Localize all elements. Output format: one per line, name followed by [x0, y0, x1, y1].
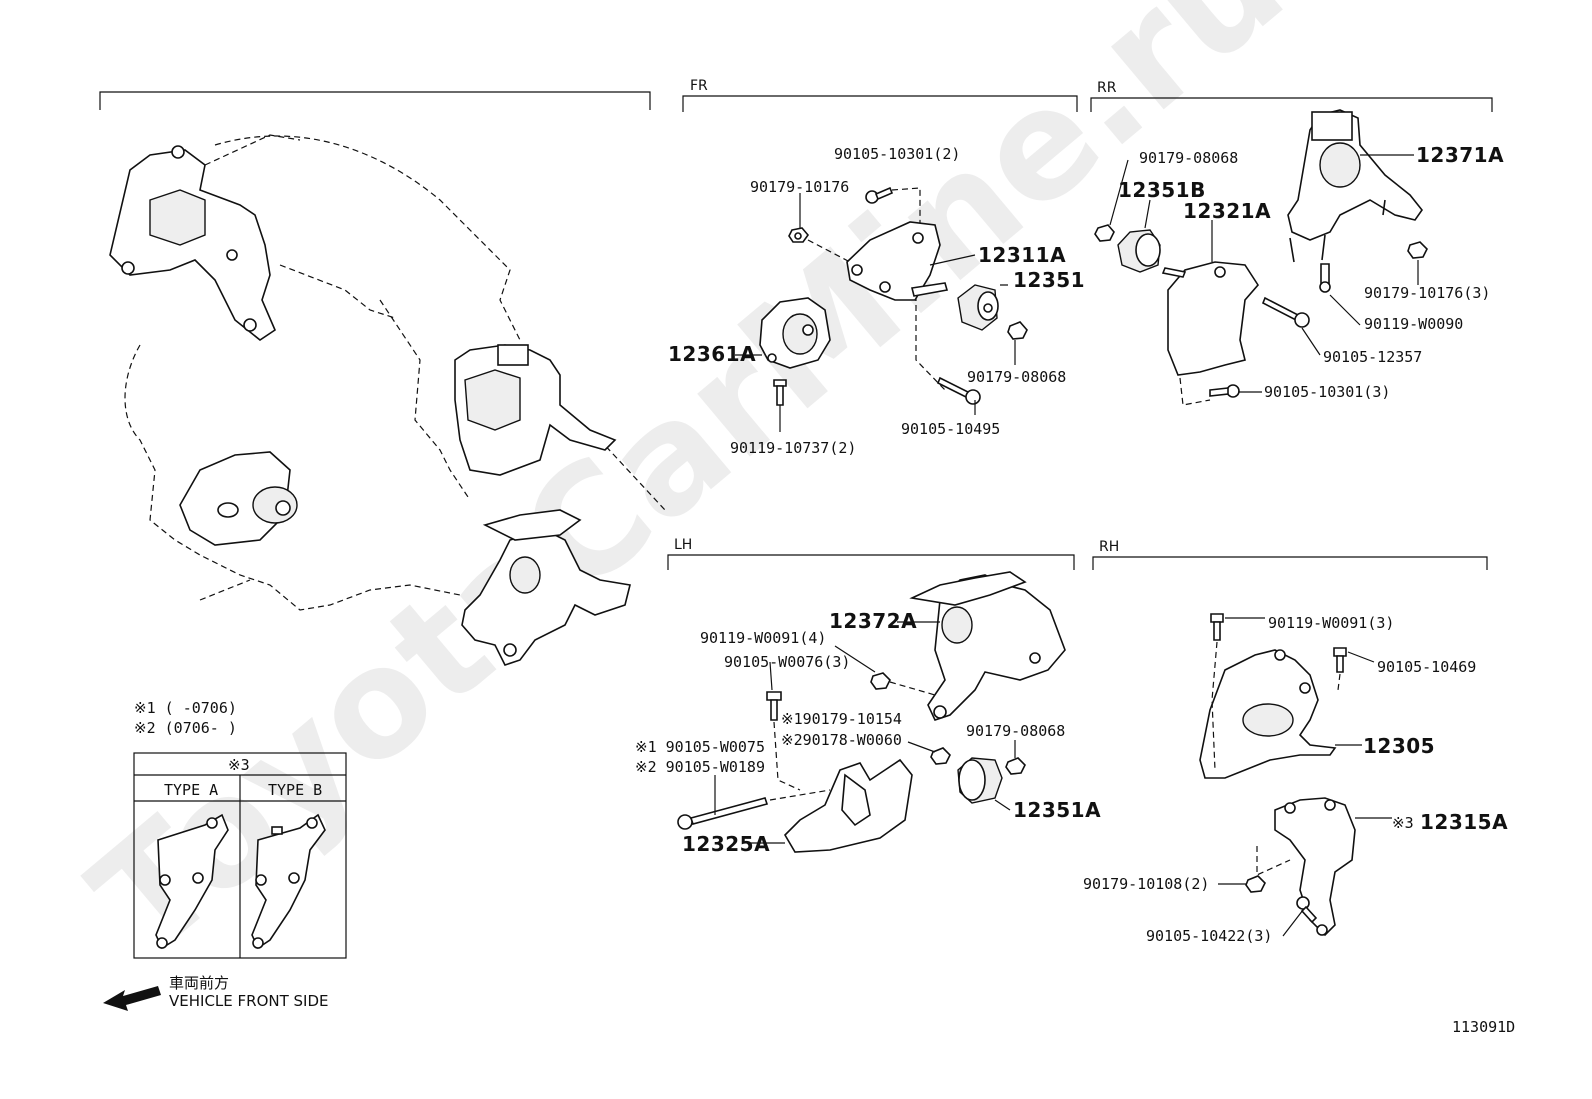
- bracket-rr: [1090, 97, 1493, 112]
- overview-lh-mount-icon: [461, 509, 631, 666]
- overview-rr-mount-icon: [454, 344, 617, 476]
- fr-bracket-label: 12311A: [978, 243, 1066, 267]
- lh-bolt-a-label: 90119-W0091(4): [700, 629, 826, 647]
- fr-bolt-bottom-icon: [936, 376, 981, 405]
- type-a-bracket-icon: [155, 813, 229, 950]
- rh-leader-dash: [1211, 641, 1341, 876]
- rh-nut-label: 90179-10108(2): [1083, 875, 1209, 893]
- rh-insulator-label: 12305: [1363, 734, 1435, 758]
- rh-insulator-icon: [1199, 649, 1337, 779]
- fr-bolt-top-label: 90105-10301(2): [834, 145, 960, 163]
- rr-insulator-label: 12371A: [1416, 143, 1504, 167]
- lh-bracket-label: 12325A: [682, 832, 770, 856]
- fr-nut-right-label: 90179-08068: [967, 368, 1066, 386]
- lh-nut-a-icon: [870, 672, 891, 690]
- rr-bolt-bottom-label: 90105-10301(3): [1264, 383, 1390, 401]
- rh-bolt-b-icon: [1333, 647, 1347, 673]
- note-1: ※1 ( -0706): [134, 699, 237, 717]
- rh-bolt-a-icon: [1210, 613, 1224, 641]
- rh-leader-lines: [1218, 617, 1392, 937]
- lh-stopper-icon: [957, 757, 1003, 804]
- rr-bolt-mid-label: 90105-12357: [1323, 348, 1422, 366]
- lh-bracket-icon: [783, 758, 913, 853]
- lh-insulator-icon: [909, 571, 1066, 721]
- fr-bolt-bottom-label: 90105-10495: [901, 420, 1000, 438]
- fr-nut-left-icon: [788, 227, 810, 243]
- lh-leader-lines: [714, 621, 1016, 844]
- section-label-lh: LH: [674, 537, 692, 553]
- overview-fr-mount-icon: [179, 451, 298, 546]
- fr-leader-lines: [735, 193, 1016, 432]
- lh-note1-nut-label: ※190179-10154: [781, 710, 902, 728]
- rh-bolt-b-label: 90105-10469: [1377, 658, 1476, 676]
- bracket-lh: [667, 554, 1075, 570]
- fr-leader-dash: [807, 187, 946, 391]
- rr-insulator-icon: [1287, 109, 1423, 263]
- lh-note1-bolt-label: ※1 90105-W0075: [635, 738, 765, 756]
- vehicle-front-en: VEHICLE FRONT SIDE: [169, 992, 329, 1010]
- rr-nut-right-label: 90179-10176(3): [1364, 284, 1490, 302]
- rh-bolt-bottom-label: 90105-10422(3): [1146, 927, 1272, 945]
- lh-leader-dash: [769, 681, 936, 801]
- rh-bracket-label: 12315A: [1420, 810, 1508, 834]
- lh-nut-right-label: 90179-08068: [966, 722, 1065, 740]
- lh-insulator-label: 12372A: [829, 609, 917, 633]
- legend-type-b: TYPE B: [268, 781, 322, 799]
- rh-bracket-icon: [1274, 797, 1356, 937]
- rr-bolt-bottom-icon: [1209, 384, 1240, 398]
- fr-bolt-top-icon: [865, 186, 894, 204]
- lh-bolt-b-icon: [766, 691, 782, 721]
- fr-bolt-insulator-icon: [773, 379, 787, 406]
- fr-bracket-icon: [846, 221, 949, 301]
- fr-insulator-label: 12361A: [668, 342, 756, 366]
- bracket-overview: [99, 91, 651, 110]
- lh-nut-note-icon: [930, 747, 951, 765]
- lh-note2-nut-label: ※290178-W0060: [781, 731, 902, 749]
- rr-bracket-label: 12321A: [1183, 199, 1271, 223]
- rr-bolt-mid-icon: [1261, 296, 1310, 328]
- lh-note2-bolt-label: ※2 90105-W0189: [635, 758, 765, 776]
- rr-stud-icon: [1319, 263, 1331, 293]
- legend-title: ※3: [228, 756, 250, 774]
- type-legend-box: ※3 TYPE A TYPE B: [133, 752, 347, 959]
- rr-stopper-label: 12351B: [1118, 178, 1206, 202]
- type-b-bracket-icon: [251, 813, 326, 950]
- rr-leader-lines: [1109, 154, 1419, 393]
- lh-nut-right-icon: [1005, 757, 1026, 775]
- rh-nut-icon: [1245, 875, 1266, 893]
- rh-bolt-a-label: 90119-W0091(3): [1268, 614, 1394, 632]
- rr-stopper-icon: [1117, 229, 1161, 273]
- rh-bracket-mark: ※3: [1392, 814, 1414, 832]
- section-label-rr: RR: [1097, 80, 1117, 96]
- fr-bolt-insulator-label: 90119-10737(2): [730, 439, 856, 457]
- rr-bracket-icon: [1161, 261, 1259, 376]
- bracket-rh: [1092, 556, 1488, 570]
- section-label-rh: RH: [1099, 539, 1119, 555]
- lh-stopper-label: 12351A: [1013, 798, 1101, 822]
- fr-nut-left-label: 90179-10176: [750, 178, 849, 196]
- rr-nut-top-label: 90179-08068: [1139, 149, 1238, 167]
- figure-code: 113091D: [1452, 1018, 1515, 1036]
- fr-nut-right-icon: [1007, 321, 1028, 340]
- lh-long-bolt-icon: [677, 797, 769, 830]
- vehicle-front-jp: 車両前方: [169, 974, 229, 992]
- fr-insulator-icon: [759, 297, 831, 369]
- fr-stopper-icon: [957, 284, 999, 331]
- fr-stopper-label: 12351: [1013, 268, 1085, 292]
- lh-bolt-b-label: 90105-W0076(3): [724, 653, 850, 671]
- rr-nut-top-icon: [1094, 224, 1115, 242]
- vehicle-front-arrow-icon: [103, 986, 161, 1011]
- section-label-fr: FR: [690, 78, 708, 94]
- overview-rh-insulator-icon: [109, 145, 276, 341]
- rr-leader-dash: [1179, 377, 1211, 406]
- note-2: ※2 (0706- ): [134, 719, 237, 737]
- rh-bolt-bottom-icon: [1296, 896, 1318, 924]
- rr-stud-label: 90119-W0090: [1364, 315, 1463, 333]
- bracket-fr: [682, 95, 1078, 112]
- legend-type-a: TYPE A: [164, 781, 218, 799]
- rr-nut-right-icon: [1407, 241, 1428, 259]
